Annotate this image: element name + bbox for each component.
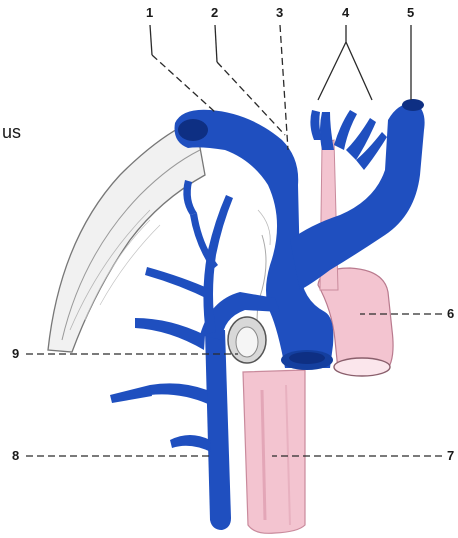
leader-4 [318,25,372,100]
label-2: 2 [211,5,218,20]
labels: 1 2 3 4 5 6 7 8 9 [12,5,454,463]
label-6: 6 [447,306,454,321]
cut-vessel-ring [228,317,266,363]
label-1: 1 [146,5,153,20]
leader-2-top [215,25,217,62]
label-5: 5 [407,5,414,20]
partial-left-text: us [2,122,21,142]
label-9: 9 [12,346,19,361]
label-3: 3 [276,5,283,20]
leader-1-top [150,25,152,55]
label-8: 8 [12,448,19,463]
label-7: 7 [447,448,454,463]
leader-1 [152,55,215,112]
label-4: 4 [342,5,350,20]
